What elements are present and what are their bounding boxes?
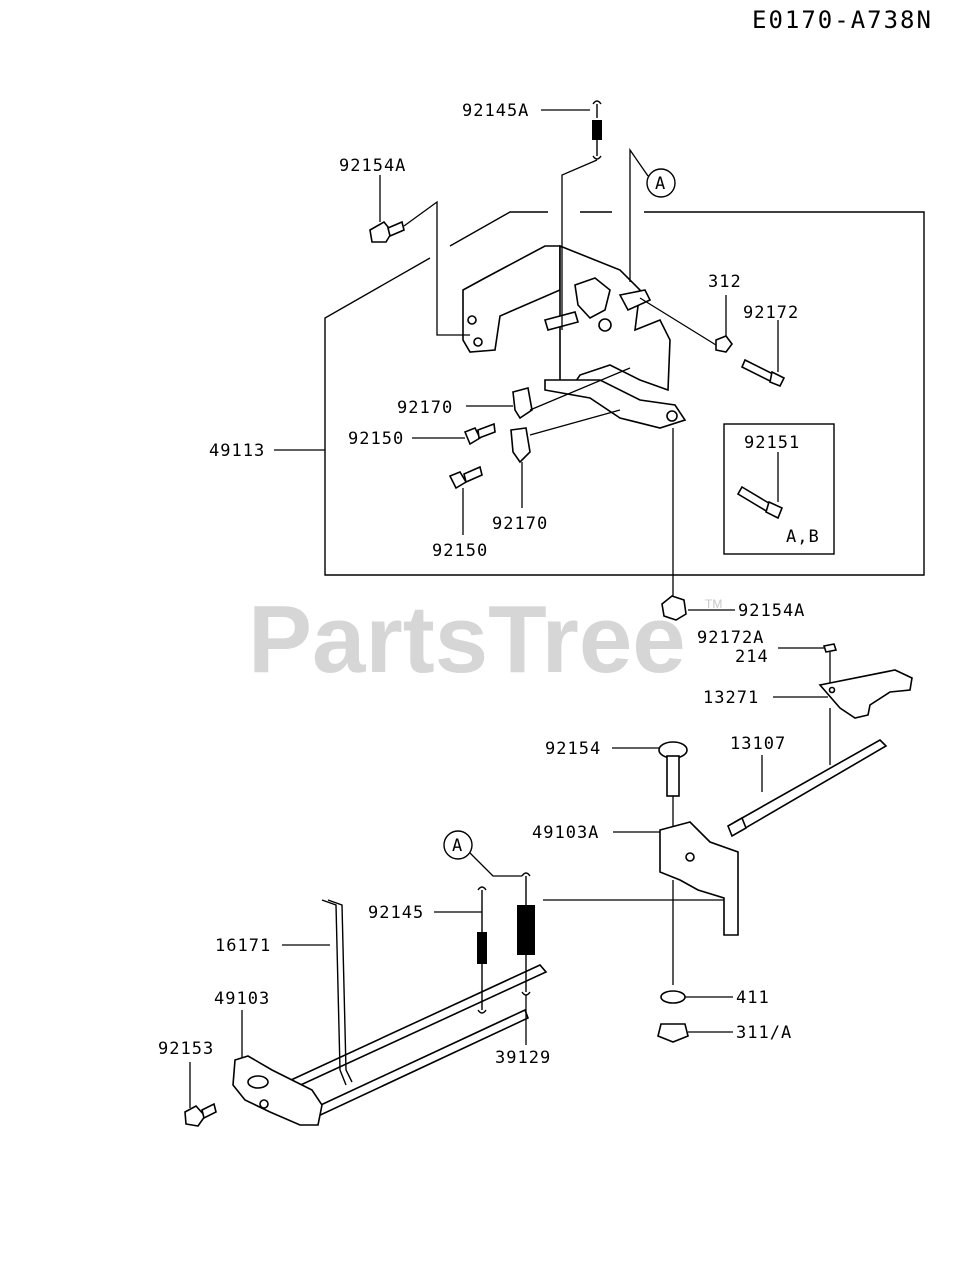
watermark-tm: TM xyxy=(705,597,722,611)
label-92154A-mid: 92154A xyxy=(738,601,805,621)
callout-a-bottom: A xyxy=(443,830,522,877)
plate-13271 xyxy=(818,669,913,765)
label-92153: 92153 xyxy=(158,1039,214,1059)
watermark: PartsTree xyxy=(248,586,686,693)
shaft-13107 xyxy=(726,739,888,838)
bolt-92172 xyxy=(740,358,786,388)
clip-92170-upper xyxy=(512,387,533,420)
nut-311A xyxy=(657,1023,689,1043)
label-312: 312 xyxy=(708,272,742,292)
bolt-92154A-mid xyxy=(661,428,687,621)
label-92145A: 92145A xyxy=(462,101,529,121)
bracket-49103 xyxy=(232,1055,323,1126)
washer-411 xyxy=(660,990,686,1004)
nut-312 xyxy=(639,297,733,353)
label-92151-note: A,B xyxy=(786,527,820,547)
clip-92170-lower xyxy=(510,367,631,464)
label-13107: 13107 xyxy=(730,734,786,754)
label-92172: 92172 xyxy=(743,303,799,323)
label-49103A: 49103A xyxy=(532,823,599,843)
bolt-92150-upper xyxy=(463,422,496,446)
rod-16171 xyxy=(321,899,353,1086)
label-39129: 39129 xyxy=(495,1048,551,1068)
callout-a-top: A xyxy=(629,147,676,282)
label-49113: 49113 xyxy=(209,441,265,461)
label-311A: 311/A xyxy=(736,1023,792,1043)
bolt-92154 xyxy=(658,741,688,830)
diagram-code: E0170-A738N xyxy=(752,6,933,34)
label-92170-upper: 92170 xyxy=(397,398,453,418)
lower-rod xyxy=(263,899,724,1120)
leader-lines xyxy=(189,109,828,1108)
label-13271: 13271 xyxy=(703,688,759,708)
spring-92145 xyxy=(477,886,487,1014)
callout-a-label: A xyxy=(655,174,666,194)
spring-39129 xyxy=(517,872,535,996)
bolt-92153 xyxy=(184,1102,217,1127)
label-49103: 49103 xyxy=(214,989,270,1009)
control-bracket xyxy=(462,244,687,429)
label-92150-lower: 92150 xyxy=(432,541,488,561)
bolt-92151 xyxy=(736,485,784,520)
assembly-outline xyxy=(324,211,925,576)
bolt-92150-lower xyxy=(448,465,483,490)
spring-92145A xyxy=(561,100,602,330)
label-92172A: 92172A xyxy=(697,628,764,648)
label-92154A-top: 92154A xyxy=(339,156,406,176)
label-92170-lower: 92170 xyxy=(492,514,548,534)
bracket-49103A xyxy=(659,821,739,985)
bolt-92154A-top xyxy=(369,200,470,336)
label-411: 411 xyxy=(736,988,770,1008)
callout-a-label-bottom: A xyxy=(452,836,463,856)
label-92145: 92145 xyxy=(368,903,424,923)
label-92150-upper: 92150 xyxy=(348,429,404,449)
label-214: 214 xyxy=(735,647,769,667)
label-16171: 16171 xyxy=(215,936,271,956)
label-92154: 92154 xyxy=(545,739,601,759)
label-92151: 92151 xyxy=(744,433,800,453)
